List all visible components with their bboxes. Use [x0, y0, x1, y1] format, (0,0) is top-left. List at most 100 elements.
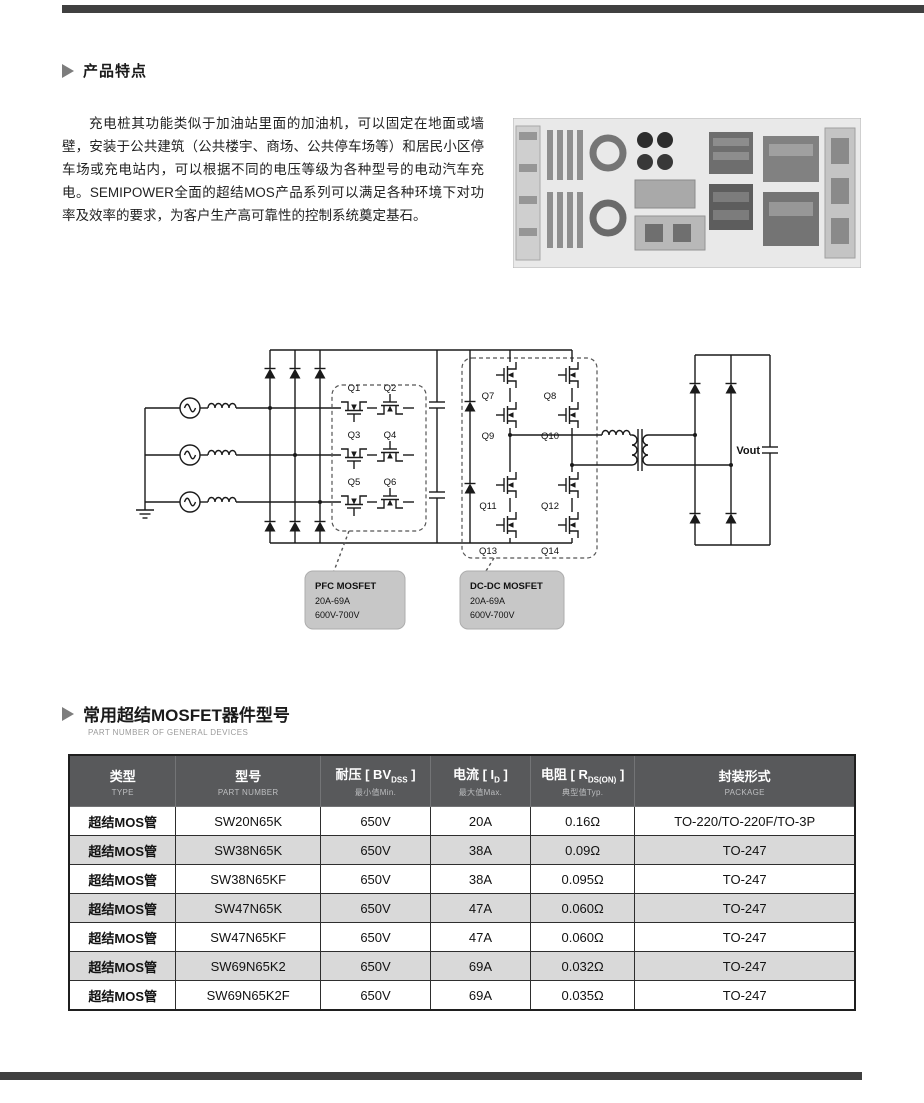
mosfet-label: Q1	[348, 383, 361, 394]
table-header-row: 类型 TYPE 型号 PART NUMBER 耐压 [ BVDSS ] 最小值M…	[68, 754, 856, 807]
callout-current: 20A-69A	[315, 596, 350, 606]
cell-current: 47A	[430, 922, 531, 952]
cell-current: 69A	[430, 951, 531, 981]
mosfet-icon	[495, 401, 517, 429]
cell-resistance: 0.095Ω	[529, 864, 636, 894]
table-row: 超结MOS管 SW20N65K 650V 20A 0.16Ω TO-220/TO…	[68, 806, 856, 836]
section-arrow-icon	[62, 706, 74, 721]
mosfet-label: Q10	[541, 431, 559, 442]
cell-part-number: SW47N65K	[175, 893, 321, 923]
features-paragraph: 充电桩其功能类似于加油站里面的加油机，可以固定在地面或墙壁，安装于公共建筑（公共…	[62, 116, 484, 223]
pfc-callout: PFC MOSFET 20A-69A 600V-700V	[304, 570, 406, 630]
mosfet-icon	[340, 448, 368, 470]
cell-resistance: 0.032Ω	[529, 951, 636, 981]
ac-source-icon	[179, 397, 201, 419]
cell-part-number: SW69N65K2	[175, 951, 321, 981]
mosfet-icon	[340, 495, 368, 517]
mosfet-icon	[495, 511, 517, 539]
pfc-mosfet-group-outline	[331, 384, 427, 532]
cell-voltage: 650V	[319, 835, 432, 865]
cell-current: 69A	[430, 980, 531, 1011]
table-row: 超结MOS管 SW38N65KF 650V 38A 0.095Ω TO-247	[68, 864, 856, 894]
dcdc-mosfet-group-outline	[461, 357, 598, 559]
inductor-icon	[207, 449, 237, 456]
mosfet-icon	[557, 401, 579, 429]
cell-voltage: 650V	[319, 893, 432, 923]
mosfet-label: Q8	[544, 391, 557, 402]
capacitor-icon	[428, 484, 446, 506]
cell-voltage: 650V	[319, 806, 432, 836]
mosfet-icon	[557, 511, 579, 539]
ground-icon	[135, 509, 155, 519]
diode-icon	[688, 505, 702, 531]
cell-voltage: 650V	[319, 922, 432, 952]
cell-current: 38A	[430, 864, 531, 894]
mosfet-label: Q14	[541, 546, 559, 557]
diode-icon	[688, 375, 702, 401]
mosfet-icon	[376, 487, 404, 509]
callout-title: PFC MOSFET	[315, 581, 376, 592]
mosfet-label: Q11	[479, 501, 496, 512]
table-row: 超结MOS管 SW69N65K2F 650V 69A 0.035Ω TO-247	[68, 980, 856, 1011]
inductor-icon	[601, 429, 631, 436]
cell-voltage: 650V	[319, 980, 432, 1011]
cell-package: TO-247	[634, 864, 856, 894]
mosfet-label: Q3	[348, 430, 361, 441]
cell-resistance: 0.060Ω	[529, 893, 636, 923]
mosfet-icon	[557, 471, 579, 499]
section-header-part-numbers: 常用超结MOSFET器件型号	[62, 701, 290, 726]
col-header-voltage: 耐压 [ BVDSS ] 最小值Min.	[319, 754, 432, 807]
diode-icon	[263, 360, 277, 386]
capacitor-icon	[761, 439, 779, 461]
ac-source-icon	[179, 491, 201, 513]
mosfet-label: Q6	[384, 477, 397, 488]
cell-part-number: SW47N65KF	[175, 922, 321, 952]
cell-package: TO-247	[634, 951, 856, 981]
cell-part-number: SW20N65K	[175, 806, 321, 836]
diode-icon	[313, 360, 327, 386]
table-row: 超结MOS管 SW47N65K 650V 47A 0.060Ω TO-247	[68, 893, 856, 923]
cell-type: 超结MOS管	[68, 806, 177, 836]
diode-icon	[724, 375, 738, 401]
mosfet-label: Q2	[384, 383, 397, 394]
inductor-icon	[207, 402, 237, 409]
mosfet-label: Q9	[482, 431, 495, 442]
diode-icon	[263, 513, 277, 539]
mosfet-icon	[340, 401, 368, 423]
section-subtitle: PART NUMBER OF GENERAL DEVICES	[88, 728, 249, 737]
mosfet-icon	[495, 361, 517, 389]
mosfet-label: Q12	[541, 501, 559, 512]
cell-resistance: 0.09Ω	[529, 835, 636, 865]
callout-current: 20A-69A	[470, 596, 505, 606]
mosfet-icon	[557, 361, 579, 389]
col-header-current: 电流 [ ID ] 最大值Max.	[430, 754, 531, 807]
cell-type: 超结MOS管	[68, 980, 177, 1011]
ac-source-icon	[179, 444, 201, 466]
col-header-type: 类型 TYPE	[68, 754, 177, 807]
cell-part-number: SW69N65K2F	[175, 980, 321, 1011]
section-arrow-icon	[62, 63, 74, 78]
bottom-rule	[0, 1072, 862, 1080]
cell-type: 超结MOS管	[68, 922, 177, 952]
circuit-diagram: PFC MOSFET 20A-69A 600V-700V DC-DC MOSFE…	[135, 349, 779, 630]
cell-package: TO-247	[634, 893, 856, 923]
cell-type: 超结MOS管	[68, 951, 177, 981]
cell-package: TO-247	[634, 835, 856, 865]
mosfet-label: Q13	[479, 546, 497, 557]
diode-icon	[724, 505, 738, 531]
mosfet-icon	[376, 440, 404, 462]
cell-part-number: SW38N65KF	[175, 864, 321, 894]
callout-title: DC-DC MOSFET	[470, 581, 543, 592]
table-row: 超结MOS管 SW47N65KF 650V 47A 0.060Ω TO-247	[68, 922, 856, 952]
vout-label: Vout	[736, 445, 760, 457]
inductor-icon	[207, 496, 237, 503]
table-row: 超结MOS管 SW38N65K 650V 38A 0.09Ω TO-247	[68, 835, 856, 865]
cell-part-number: SW38N65K	[175, 835, 321, 865]
diode-icon	[288, 360, 302, 386]
capacitor-icon	[428, 394, 446, 416]
table-row: 超结MOS管 SW69N65K2 650V 69A 0.032Ω TO-247	[68, 951, 856, 981]
diode-icon	[463, 475, 477, 501]
cell-voltage: 650V	[319, 951, 432, 981]
cell-package: TO-247	[634, 980, 856, 1011]
cell-package: TO-247	[634, 922, 856, 952]
